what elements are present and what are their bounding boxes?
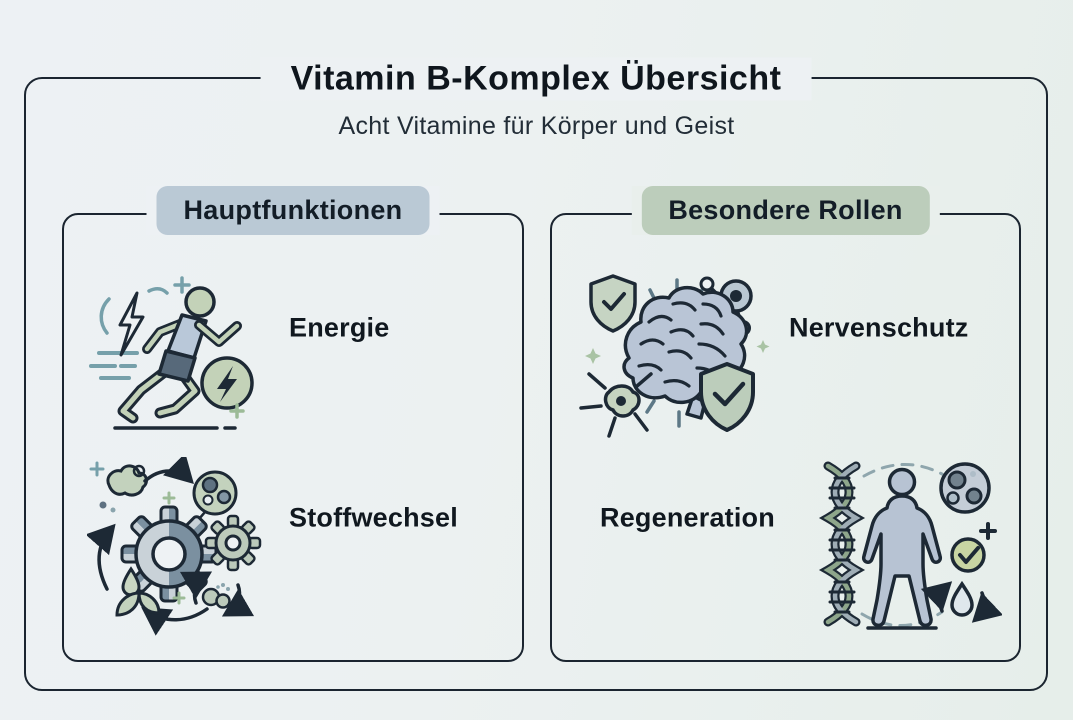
neuron bbox=[579, 372, 653, 438]
dashed-arcs bbox=[860, 463, 944, 627]
arrow-top bbox=[143, 457, 194, 484]
title-wrap: Vitamin B-Komplex Übersicht bbox=[260, 57, 812, 101]
dna-helix bbox=[818, 461, 866, 627]
leaves-droplet bbox=[115, 566, 186, 617]
brain-shields-icon bbox=[575, 260, 775, 450]
label-regeneration: Regeneration bbox=[600, 502, 775, 533]
sparkle-plus bbox=[173, 276, 191, 294]
lightning-bolt-outline bbox=[99, 287, 169, 357]
runner-energy-icon bbox=[87, 265, 267, 445]
check-circle bbox=[950, 537, 986, 573]
small-gear bbox=[204, 514, 262, 572]
sparkles bbox=[585, 340, 770, 364]
human-silhouette bbox=[861, 467, 943, 630]
arrow-bottom bbox=[141, 607, 209, 636]
metabolism-gears-icon bbox=[87, 457, 267, 637]
shield-check-top bbox=[589, 274, 637, 333]
energy-circle-bolt bbox=[200, 356, 254, 410]
hydration-cycle bbox=[920, 580, 1002, 623]
label-stoffwechsel: Stoffwechsel bbox=[289, 502, 458, 533]
label-nervenschutz: Nervenschutz bbox=[789, 312, 969, 343]
panel-header-wrap: Besondere Rollen bbox=[631, 186, 940, 235]
shield-check-bottom bbox=[699, 362, 755, 432]
dna-body-regeneration-icon bbox=[802, 452, 1002, 642]
panel-header-wrap: Hauptfunktionen bbox=[146, 186, 440, 235]
plus-sign bbox=[979, 522, 997, 540]
page-title: Vitamin B-Komplex Übersicht bbox=[290, 59, 782, 98]
speed-lines bbox=[89, 351, 139, 380]
panel-header-badge: Hauptfunktionen bbox=[156, 186, 430, 235]
label-energie: Energie bbox=[289, 312, 390, 343]
arrow-left bbox=[87, 523, 116, 591]
page-subtitle: Acht Vitamine für Körper und Geist bbox=[338, 112, 735, 140]
sparkle-plus bbox=[229, 403, 245, 419]
panel-besondere-rollen: Besondere Rollen bbox=[550, 186, 1021, 662]
recycle-molecules bbox=[179, 571, 255, 617]
panel-hauptfunktionen: Hauptfunktionen bbox=[62, 186, 524, 662]
cell-circle bbox=[939, 462, 991, 514]
panel-header-badge: Besondere Rollen bbox=[641, 186, 930, 235]
runner-figure bbox=[117, 286, 242, 424]
cell-circle bbox=[192, 470, 238, 516]
